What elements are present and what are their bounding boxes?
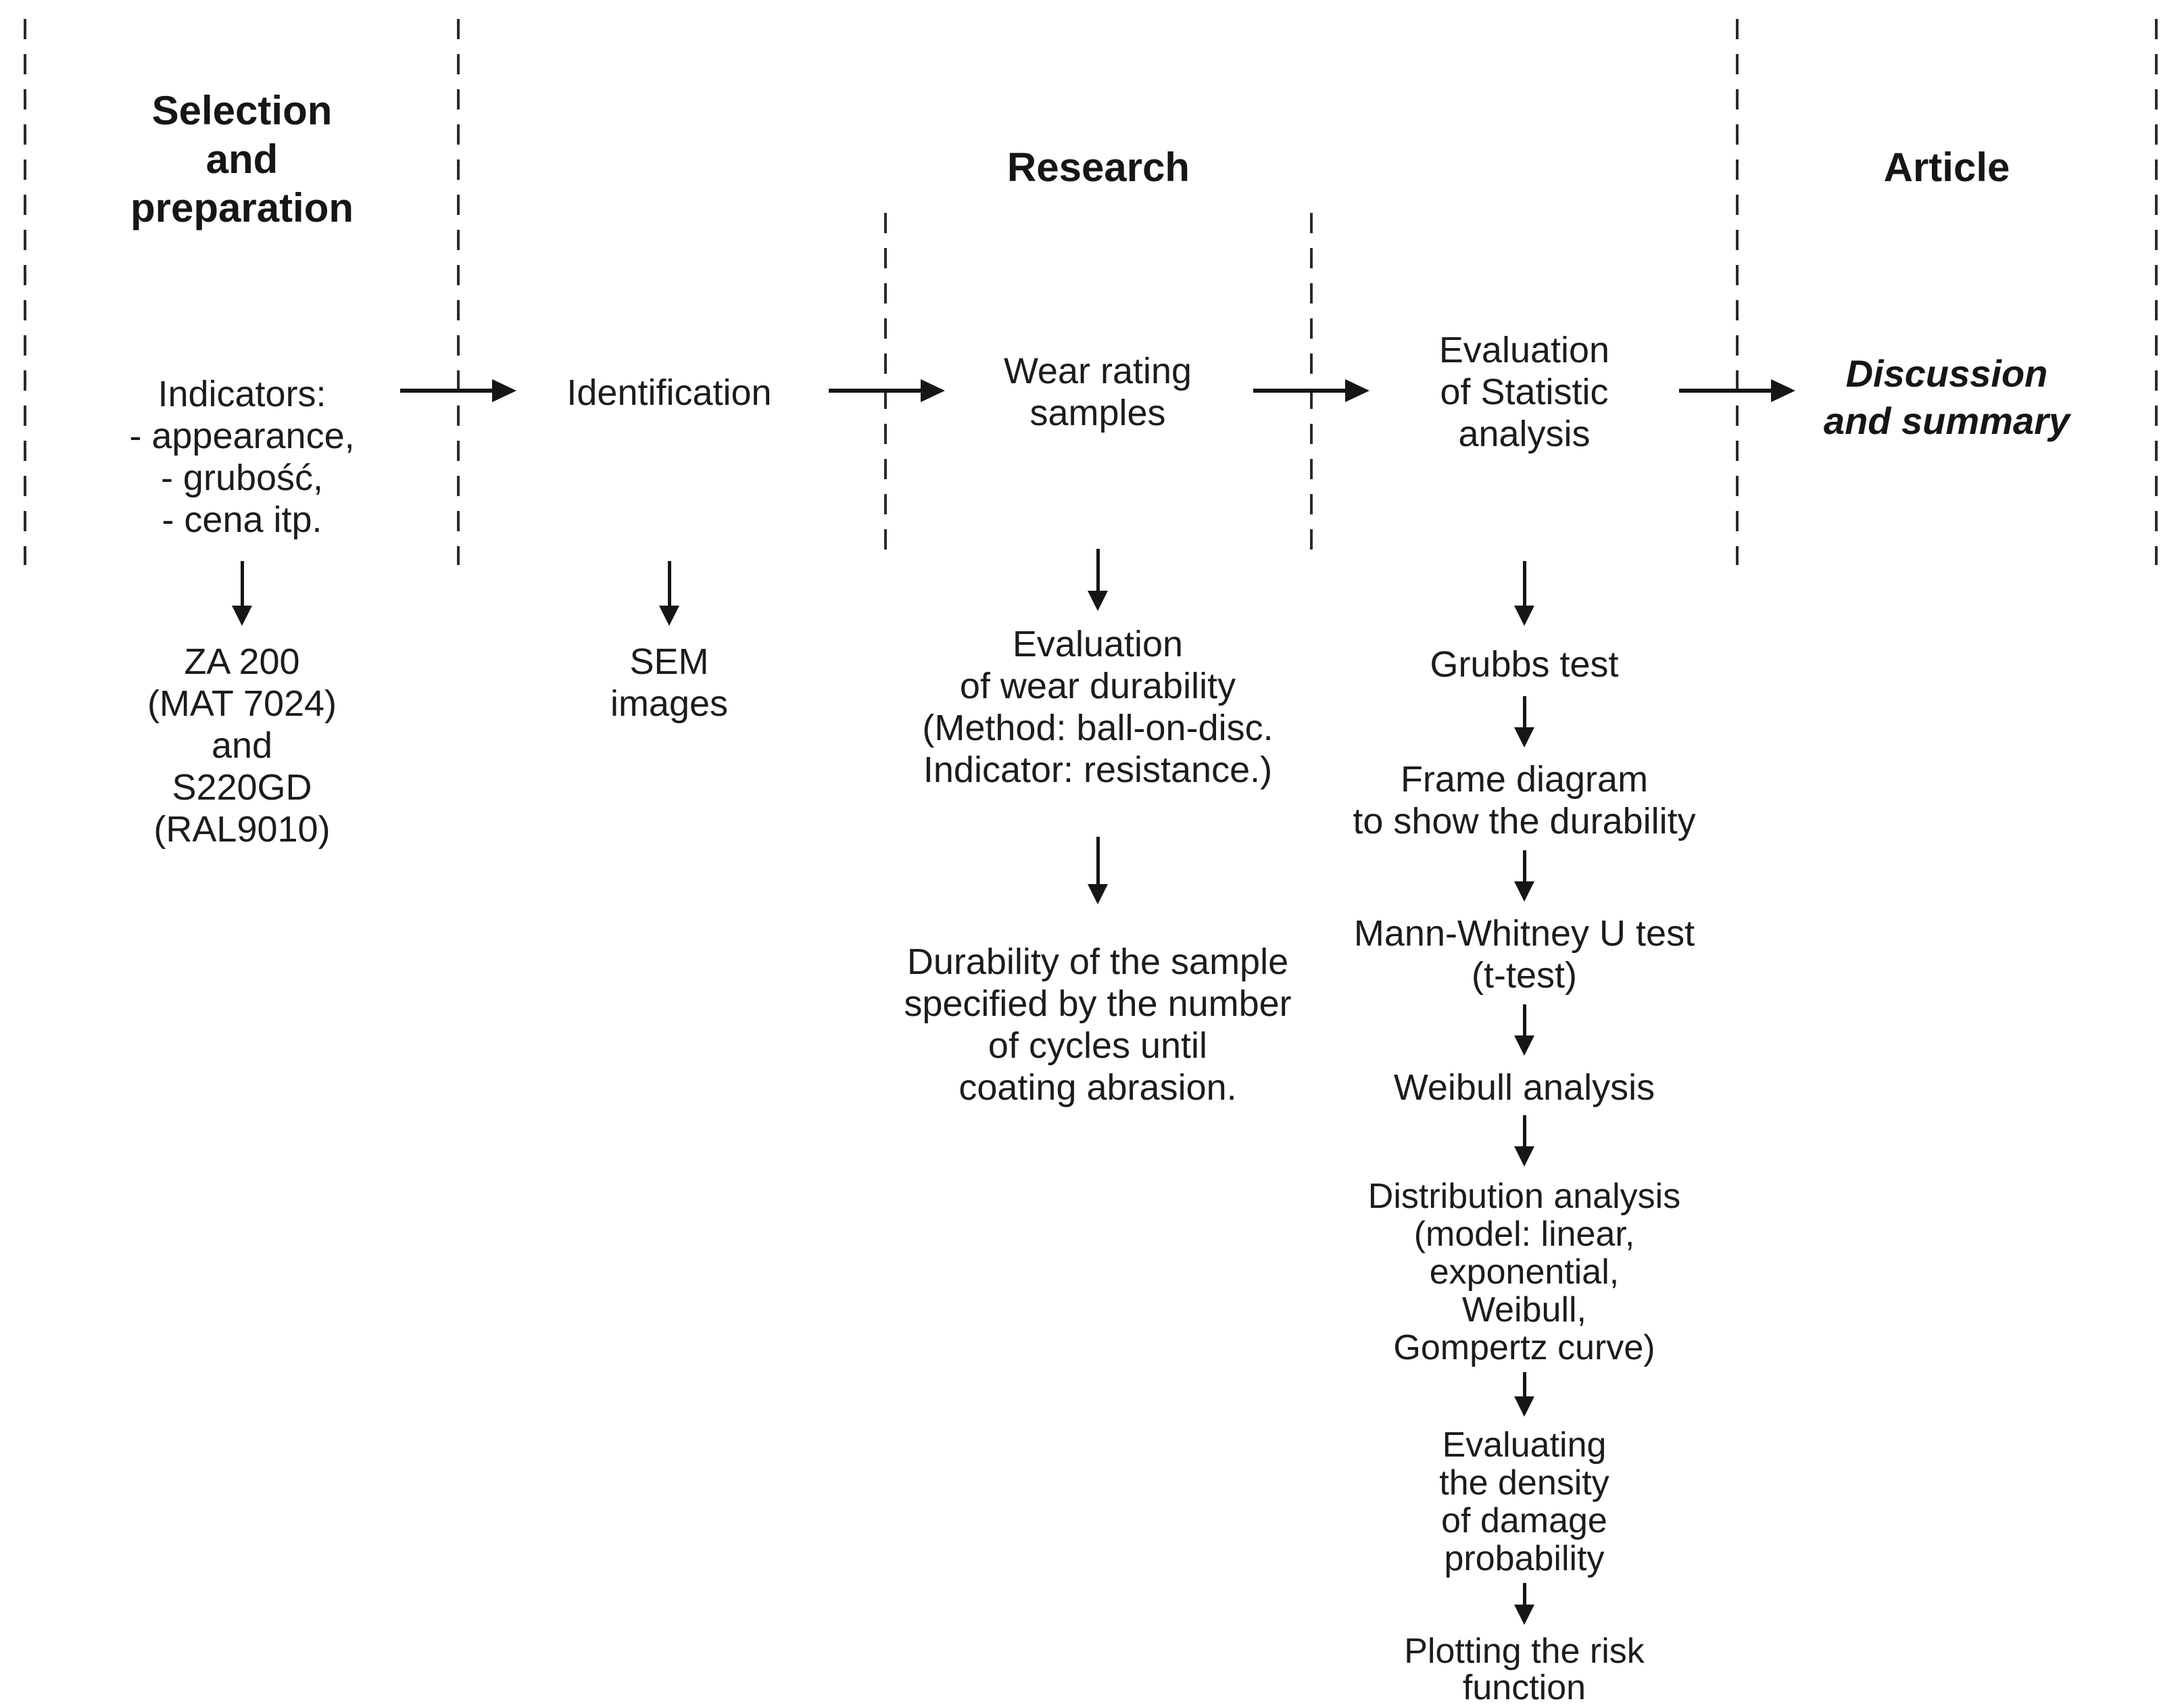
phase-divider-line <box>457 19 460 565</box>
node-distribution-analysis: Distribution analysis (model: linear, ex… <box>1367 1177 1681 1367</box>
arrow-down-icon <box>1514 561 1534 626</box>
arrow-down-icon <box>1088 837 1108 904</box>
phase-divider-line <box>1736 19 1739 565</box>
arrow-down-icon <box>659 561 679 626</box>
node-damage-probability-density: Evaluating the density of damage probabi… <box>1439 1425 1609 1578</box>
arrow-down-icon <box>1088 549 1108 611</box>
arrow-down-icon <box>1514 1115 1534 1167</box>
arrow-down-icon <box>1514 1372 1534 1417</box>
arrow-down-icon <box>1514 696 1534 748</box>
phase-divider-line <box>2155 19 2158 565</box>
node-wear-durability-evaluation: Evaluation of wear durability (Method: b… <box>922 624 1273 790</box>
arrow-right-icon <box>1679 379 1795 402</box>
node-sample-durability: Durability of the sample specified by th… <box>904 942 1292 1108</box>
node-discussion-summary: Discussion and summary <box>1823 352 2070 442</box>
arrow-down-icon <box>232 561 252 626</box>
arrow-down-icon <box>1514 1583 1534 1625</box>
phase-header-research: Research <box>1006 145 1190 190</box>
node-za200-materials: ZA 200 (MAT 7024) and S220GD (RAL9010) <box>147 641 337 850</box>
node-frame-diagram: Frame diagram to show the durability <box>1353 759 1696 841</box>
phase-divider-line <box>24 19 26 565</box>
node-mann-whitney-test: Mann-Whitney U test (t-test) <box>1353 913 1695 996</box>
arrow-right-icon <box>1253 379 1369 402</box>
phase-header-selection: Selection and preparation <box>130 88 354 230</box>
node-statistic-analysis: Evaluation of Statistic analysis <box>1438 330 1610 454</box>
node-risk-function: Plotting the risk function <box>1404 1632 1645 1707</box>
node-weibull-analysis: Weibull analysis <box>1393 1067 1655 1108</box>
node-wear-rating-samples: Wear rating samples <box>1003 351 1192 433</box>
arrow-right-icon <box>400 379 516 402</box>
node-indicators: Indicators: - appearance, - grubość, - c… <box>129 374 355 540</box>
node-sem-images: SEM images <box>610 641 729 724</box>
node-identification: Identification <box>566 372 772 413</box>
arrow-right-icon <box>829 379 945 402</box>
phase-header-article: Article <box>1883 145 2010 190</box>
arrow-down-icon <box>1514 1004 1534 1056</box>
arrow-down-icon <box>1514 850 1534 902</box>
node-grubbs-test: Grubbs test <box>1430 644 1619 685</box>
